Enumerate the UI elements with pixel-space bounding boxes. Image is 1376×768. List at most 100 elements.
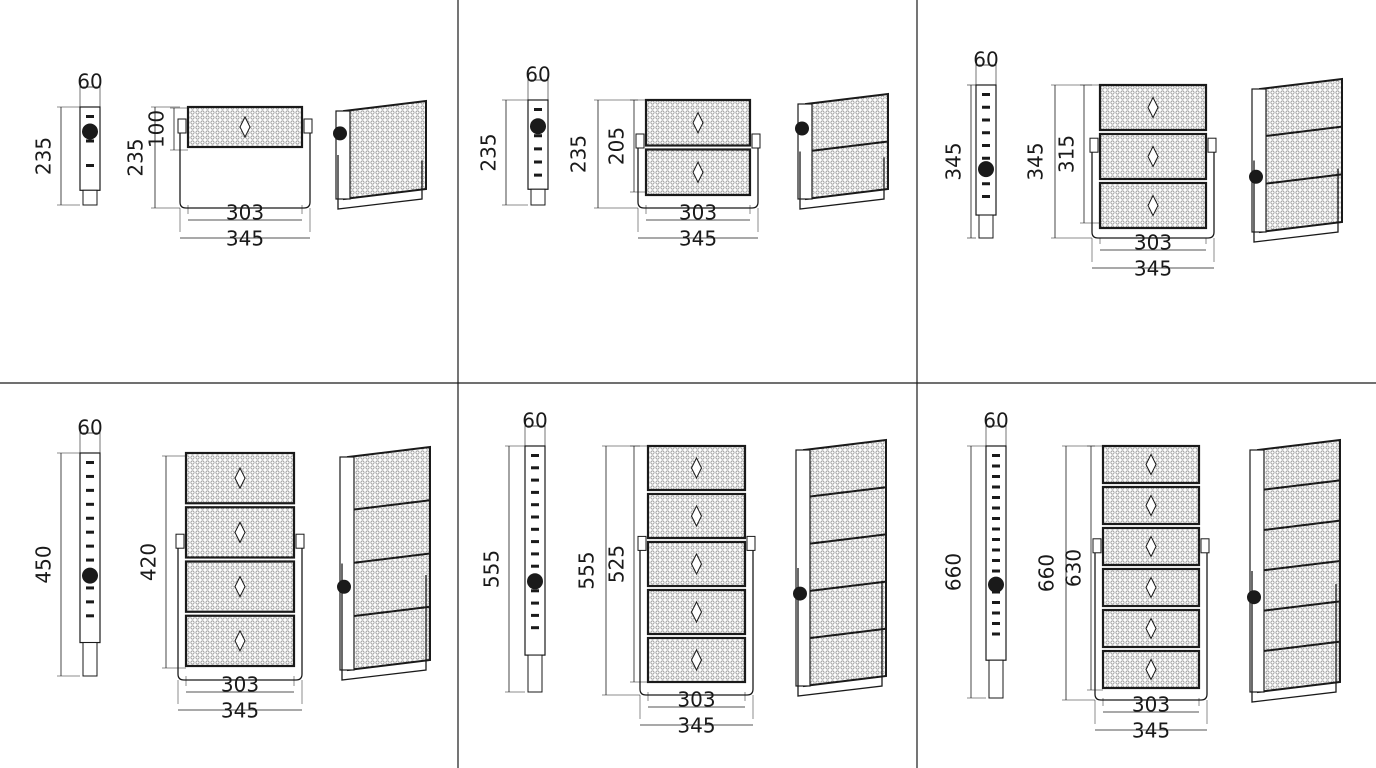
mounting-hole [992,506,1000,510]
iso-yoke [1253,160,1339,243]
side-body [985,445,1007,661]
side-bracket [988,659,1004,699]
pivot-right [303,118,313,134]
iso-side-plate [339,456,355,671]
side-body [79,452,101,644]
iso-knob-icon [793,586,807,601]
module-height-label: 630 [1062,549,1086,587]
outer-width-label: 345 [677,714,715,738]
diamond-icon [239,115,251,139]
diamond-icon [1145,453,1157,476]
knob-icon [530,118,546,135]
mounting-hole [982,118,990,122]
module-height-label: 525 [605,545,629,583]
module-height-label: 100 [145,110,169,148]
inner-width-label: 303 [677,688,715,712]
mounting-hole [531,527,539,531]
mounting-hole [86,586,94,590]
mounting-hole [982,93,990,96]
side-width-label: 60 [522,409,547,433]
diamond-icon [234,467,246,490]
mounting-hole [531,515,539,519]
mounting-hole [531,478,539,482]
mounting-hole [86,516,94,520]
mounting-hole [992,622,1000,625]
side-bracket [82,642,98,677]
yoke-bracket [637,142,759,209]
side-body [524,445,546,656]
mounting-hole [992,632,1000,636]
outer-width-label: 345 [1134,257,1172,281]
mounting-hole [531,626,539,630]
pivot-right [751,133,761,149]
pivot-left [1089,137,1099,153]
iso-knob-icon [337,579,351,594]
pivot-left [1092,538,1102,554]
pivot-left [637,535,647,551]
diamond-icon [1145,494,1157,517]
yoke-bracket [1094,546,1208,701]
pivot-left [635,133,645,149]
knob-icon [82,567,98,584]
mounting-hole [992,475,1000,478]
diamond-icon [1147,96,1159,119]
mounting-hole [531,564,539,568]
mounting-hole [992,611,1000,615]
mounting-hole [531,503,539,507]
mounting-hole [86,502,94,506]
mounting-hole [534,134,542,138]
side-width-label: 60 [77,70,102,94]
iso-yoke [799,151,885,210]
diamond-icon [234,521,246,544]
module-height-label: 205 [605,127,629,165]
module-height-label: 315 [1055,135,1079,173]
mounting-hole [992,548,1000,552]
iso-knob-icon [333,126,347,141]
mounting-hole [86,164,94,167]
diamond-icon [1145,576,1157,599]
mounting-hole [992,538,1000,541]
diamond-icon [1147,145,1159,168]
module-height-label: 420 [137,543,161,581]
side-bracket [978,214,994,239]
diamond-icon [1145,617,1157,640]
diamond-icon [1145,658,1157,681]
outer-width-label: 345 [221,699,259,723]
iso-knob-icon [1247,590,1261,605]
mounting-hole [982,182,990,186]
mounting-hole [534,108,542,111]
knob-icon [82,123,98,140]
pivot-right [1200,538,1210,554]
isometric-view [337,445,431,681]
mounting-hole [531,589,539,593]
mounting-hole [534,147,542,151]
side-body [79,106,101,191]
pivot-right [746,535,756,551]
mounting-hole [992,496,1000,499]
side-width-label: 60 [983,409,1008,433]
diamond-icon [692,161,704,184]
mounting-hole [992,559,1000,562]
outer-width-label: 345 [679,227,717,251]
iso-body [803,438,887,688]
iso-knob-icon [1249,169,1263,184]
inner-width-label: 303 [1134,231,1172,255]
iso-yoke [341,563,427,681]
diamond-icon [1145,535,1157,558]
iso-yoke [1251,571,1337,703]
isometric-view [793,438,887,697]
side-bracket [530,188,546,206]
mounting-hole [86,115,94,118]
mounting-hole [86,558,94,562]
diamond-icon [692,111,704,134]
front-height-label: 235 [124,138,148,176]
side-height-label: 555 [480,550,504,588]
